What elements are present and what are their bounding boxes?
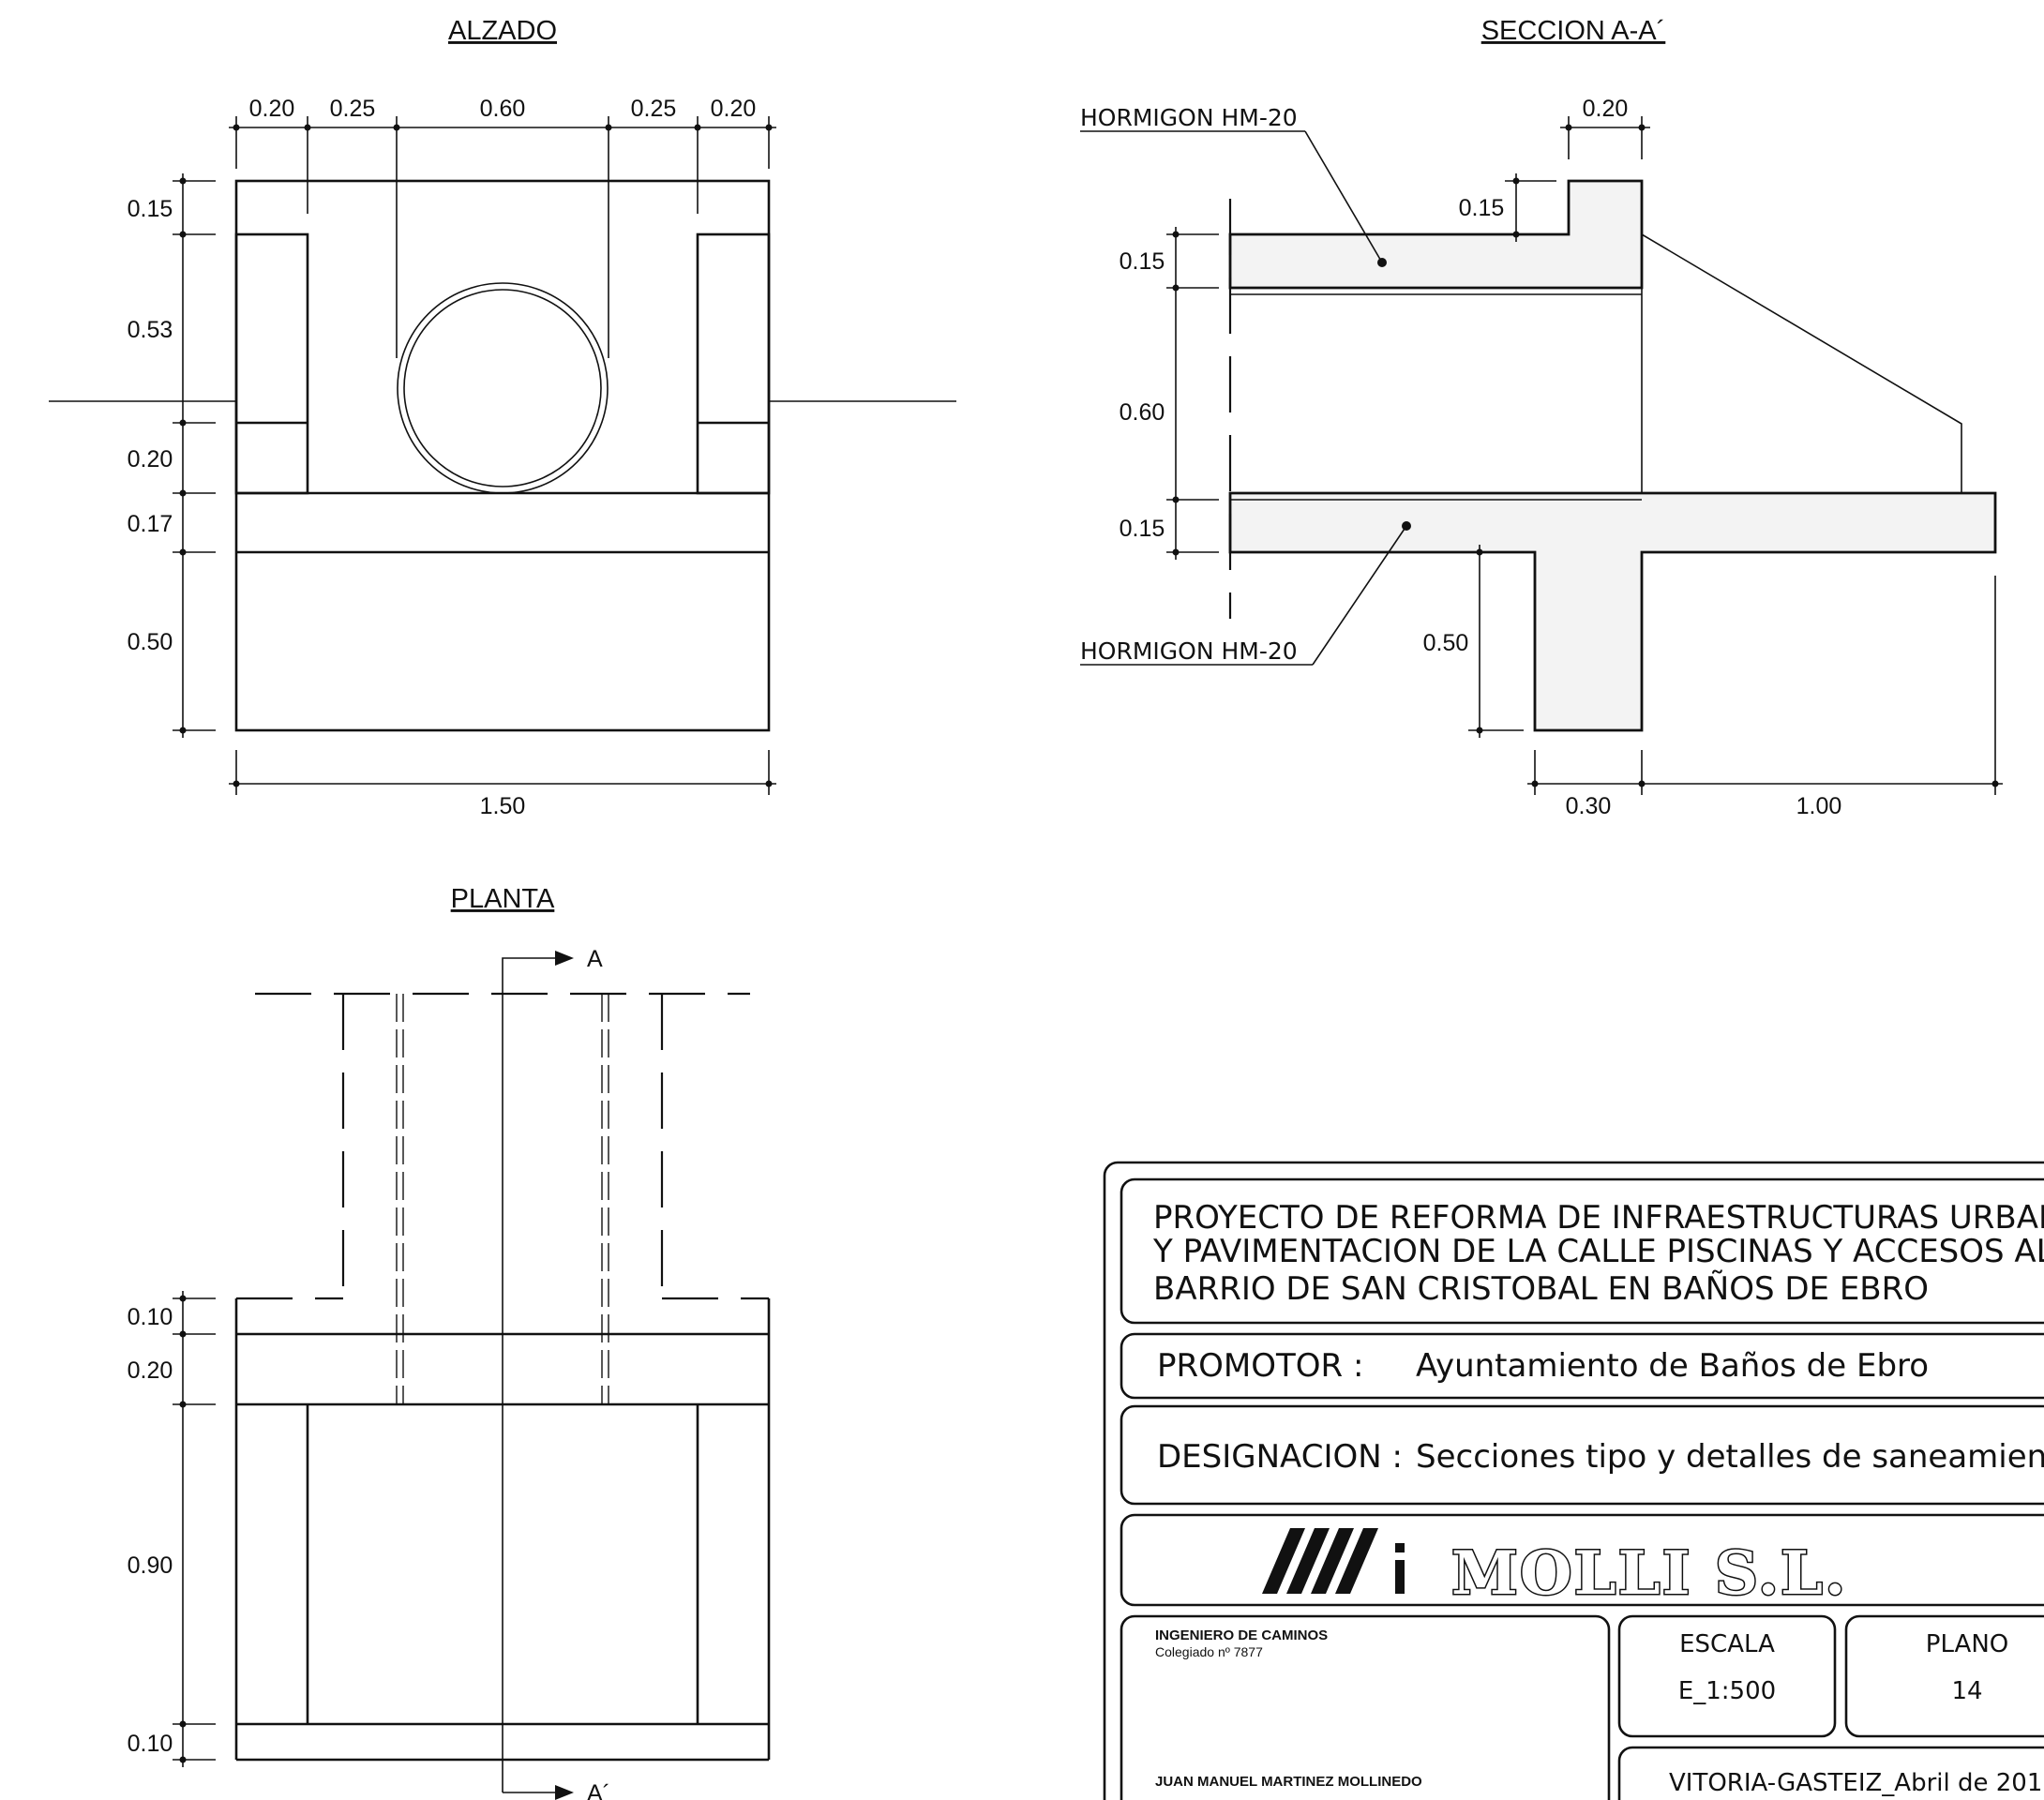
alzado-dim-left-5: 0.50 [128, 629, 173, 655]
project-box [1120, 1178, 2044, 1325]
planta-title: PLANTA [451, 884, 555, 914]
engineer-registration: Colegiado nº 7877 [1155, 1644, 1263, 1659]
promotor-box [1120, 1332, 2044, 1400]
seccion-label-bottom-text: HORMIGON HM-20 [1080, 638, 1298, 665]
seccion-dim-step: 0.15 [1459, 173, 1556, 242]
alzado-right-wing [696, 232, 771, 495]
designacion-value: Secciones tipo y detalles de saneamiento [1416, 1438, 2044, 1476]
seccion-bottom-dimension: 0.30 1.00 [1527, 576, 2003, 819]
seccion-dim-left-1: 0.15 [1120, 248, 1165, 275]
seccion-label-top: HORMIGON HM-20 [1080, 104, 1387, 267]
plano-value: 14 [1951, 1677, 1982, 1705]
logo-box [1120, 1513, 2044, 1607]
seccion-dim-footing-height: 0.50 [1423, 545, 1524, 738]
engineer-box [1120, 1614, 1611, 1800]
seccion-dim-footing-height-text: 0.50 [1423, 630, 1469, 656]
seccion-left-dimension: 0.15 0.60 0.15 [1120, 227, 1219, 560]
seccion-label-bottom: HORMIGON HM-20 [1080, 521, 1411, 666]
planta-section-mark-bottom: A´ [587, 1780, 610, 1800]
alzado-dim-left-3: 0.20 [128, 446, 173, 472]
alzado-top-dimension: 0.20 0.25 0.60 0.25 0.20 [229, 96, 776, 358]
alzado-dim-top-1: 0.20 [249, 96, 295, 122]
seccion-dim-slab-length-text: 1.00 [1796, 793, 1842, 819]
alzado-dim-left-1: 0.15 [128, 196, 173, 222]
project-line-1: PROYECTO DE REFORMA DE INFRAESTRUCTURAS … [1153, 1199, 2044, 1237]
alzado-dim-left-4: 0.17 [128, 511, 173, 537]
title-block: PROYECTO DE REFORMA DE INFRAESTRUCTURAS … [1103, 1161, 2044, 1800]
alzado-view: ALZADO 0.20 0.25 0.6 [49, 16, 956, 819]
project-line-2: Y PAVIMENTACION DE LA CALLE PISCINAS Y A… [1152, 1233, 2044, 1270]
plano-box [1844, 1614, 2044, 1738]
alzado-dim-top-4: 0.25 [631, 96, 677, 122]
seccion-dim-left-3: 0.15 [1120, 516, 1165, 542]
planta-dim-left-4: 0.10 [128, 1731, 173, 1757]
seccion-dim-step-text: 0.15 [1459, 195, 1505, 221]
alzado-pipe-outer [397, 282, 609, 494]
company-name: MOLLI S.L. [1451, 1538, 1847, 1609]
alzado-pipe-inner [403, 289, 602, 488]
engineer-title: INGENIERO DE CAMINOS [1155, 1628, 1328, 1643]
escala-value: E_1:500 [1678, 1677, 1776, 1705]
promotor-value: Ayuntamiento de Baños de Ebro [1416, 1347, 1929, 1385]
seccion-view: SECCION A-A´ HORMIGON HM-20 HORMIGON HM-… [1080, 16, 2003, 819]
seccion-dim-top-text: 0.20 [1583, 96, 1629, 122]
seccion-label-top-text: HORMIGON HM-20 [1080, 104, 1298, 131]
planta-left-dimension: 0.10 0.20 0.90 0.10 [128, 1291, 216, 1767]
promotor-label: PROMOTOR : [1157, 1347, 1363, 1385]
alzado-bottom-dimension: 1.50 [229, 750, 776, 819]
seccion-bottom-slab [1228, 491, 1997, 732]
designacion-label: DESIGNACION : [1157, 1438, 1403, 1476]
planta-section-line: A A´ [502, 946, 610, 1800]
alzado-outline [234, 179, 771, 732]
alzado-left-dimension: 0.15 0.53 0.20 0.17 0.50 [128, 173, 216, 738]
planta-dim-left-3: 0.90 [128, 1552, 173, 1579]
alzado-left-wing [234, 232, 309, 495]
alzado-dim-top-2: 0.25 [330, 96, 376, 122]
escala-box [1617, 1614, 1837, 1738]
seccion-top-slab [1228, 179, 1644, 290]
seccion-title: SECCION A-A´ [1481, 16, 1666, 46]
seccion-dim-footing-width-text: 0.30 [1566, 793, 1612, 819]
alzado-dim-top-3: 0.60 [480, 96, 526, 122]
engineer-name: JUAN MANUEL MARTINEZ MOLLINEDO [1155, 1774, 1422, 1790]
place-date: VITORIA-GASTEIZ_Abril de 2017 [1669, 1769, 2044, 1797]
alzado-title: ALZADO [448, 16, 557, 46]
seccion-dim-top: 0.20 [1560, 96, 1650, 159]
alzado-dim-top-5: 0.20 [711, 96, 757, 122]
planta-dim-left-1: 0.10 [128, 1304, 173, 1330]
seccion-slope-line [1641, 233, 1962, 493]
planta-view: PLANTA A A´ [128, 884, 771, 1800]
seccion-dim-left-2: 0.60 [1120, 399, 1165, 426]
planta-section-mark-top: A [587, 946, 603, 972]
company-logo-icon [1262, 1528, 1405, 1594]
plano-label: PLANO [1926, 1630, 2008, 1658]
alzado-dim-left-2: 0.53 [128, 317, 173, 343]
date-box [1617, 1746, 2044, 1800]
designacion-box [1120, 1404, 2044, 1506]
alzado-dim-bottom: 1.50 [480, 793, 526, 819]
project-line-3: BARRIO DE SAN CRISTOBAL EN BAÑOS DE EBRO [1153, 1270, 1929, 1308]
escala-label: ESCALA [1679, 1630, 1775, 1658]
planta-dim-left-2: 0.20 [128, 1358, 173, 1384]
title-block-frame [1103, 1161, 2044, 1800]
